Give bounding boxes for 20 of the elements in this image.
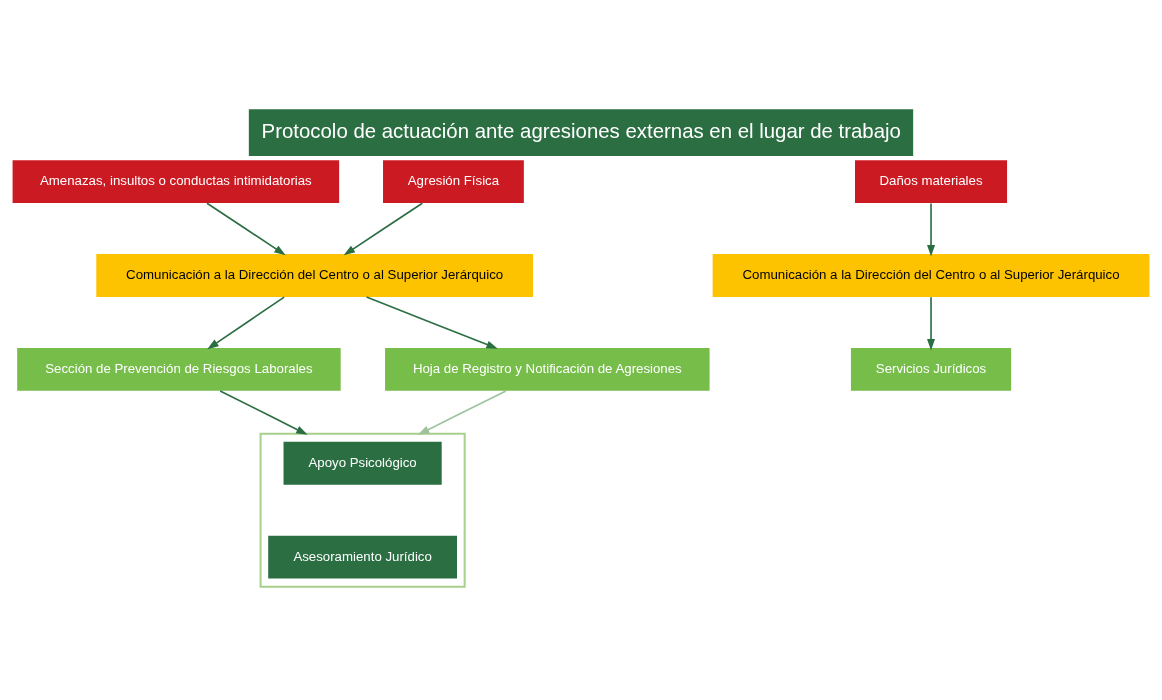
- node-box: Sección de Prevención de Riesgos Laborales: [17, 347, 341, 391]
- arrow: [365, 296, 498, 349]
- node-box: Agresión Física: [383, 160, 524, 204]
- node-box: Hoja de Registro y Notificación de Agresiones: [385, 347, 710, 391]
- diagram-title: Protocolo de actuación ante agresiones externas en el lugar de trabajo: [261, 119, 901, 142]
- arrow: [219, 390, 308, 435]
- arrow: [207, 296, 285, 350]
- node-box: Comunicación a la Dirección del Centro o al Superior Jerárquico: [96, 254, 534, 297]
- arrow: [927, 202, 936, 257]
- node-box: Servicios Jurídicos: [850, 347, 1012, 391]
- node-box: Asesoramiento Jurídico: [268, 535, 457, 579]
- node-box: Apoyo Psicológico: [283, 441, 442, 485]
- arrow: [206, 202, 286, 256]
- node-box: Comunicación a la Dirección del Centro o al Superior Jerárquico: [712, 254, 1150, 297]
- node-box: Daños materiales: [855, 160, 1008, 204]
- cluster: [259, 432, 466, 588]
- arrow: [927, 296, 936, 351]
- arrow: [343, 202, 424, 256]
- node-box: Amenazas, insultos o conductas intimidatorias: [12, 160, 340, 204]
- arrow: [417, 390, 507, 435]
